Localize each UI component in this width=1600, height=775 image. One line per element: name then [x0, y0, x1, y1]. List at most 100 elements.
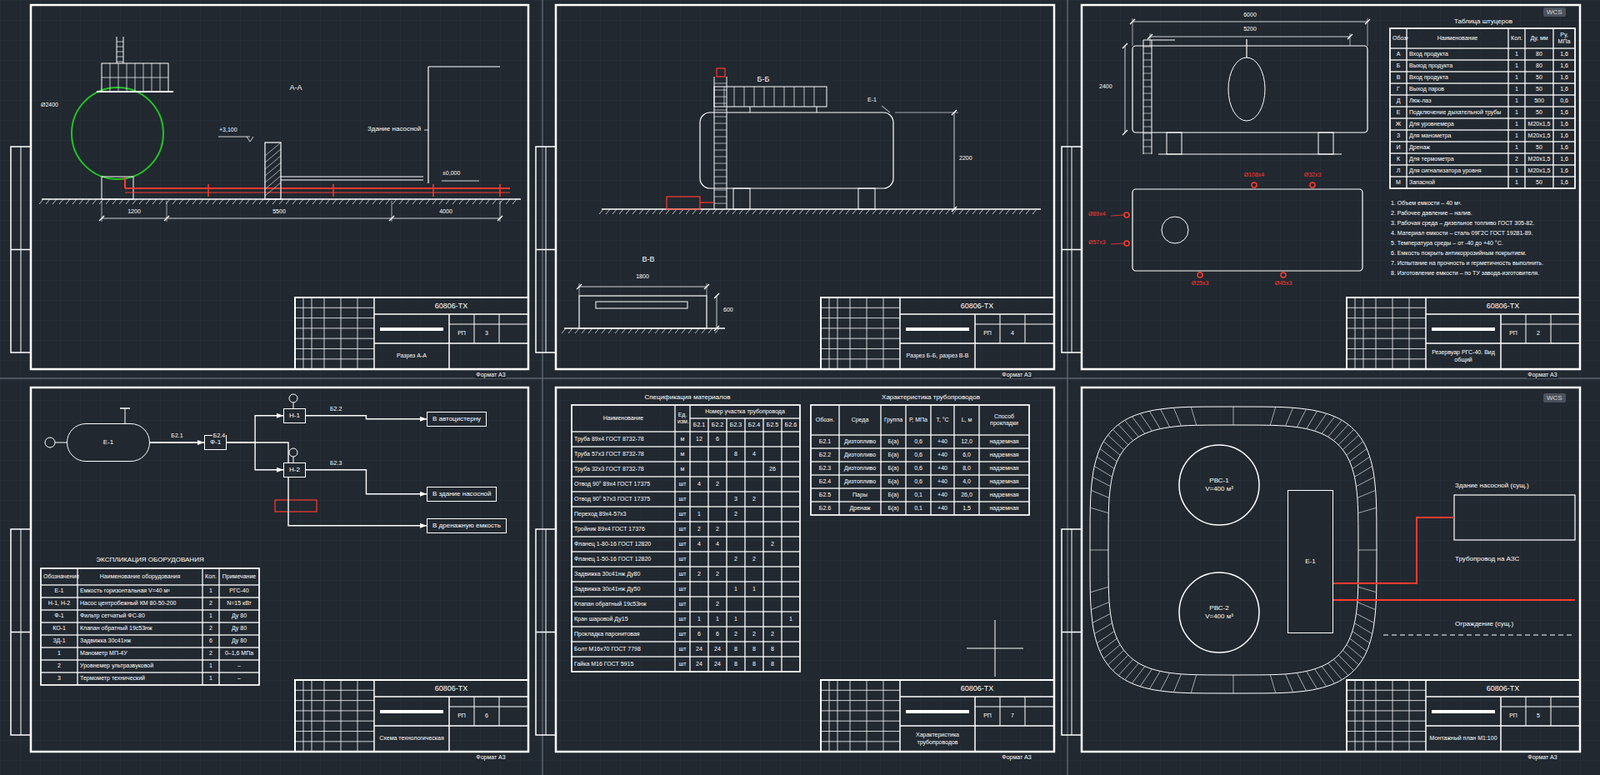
table-grid: [1390, 118, 1407, 130]
table-cell: 8: [765, 645, 780, 653]
table-grid: [781, 611, 800, 627]
table-cell: надземная: [980, 491, 1028, 499]
table-grid: [690, 656, 709, 672]
ground-hatch: [601, 328, 606, 334]
table-grid: [708, 551, 727, 567]
table-grid: [1406, 176, 1509, 189]
table-grid: [726, 656, 745, 672]
wall-hatch: [265, 175, 281, 190]
title-block: [899, 297, 901, 370]
table-grid: [979, 435, 1030, 449]
table-grid: [690, 536, 709, 552]
embankment-hatch: [1270, 675, 1275, 694]
table-cell: 1: [1510, 120, 1524, 128]
ladder-rung: [714, 123, 727, 125]
table-cell: Примечание: [220, 573, 258, 580]
table-cell: надземная: [980, 505, 1028, 512]
table-cell: Б2.2: [710, 421, 725, 429]
table-grid: [1390, 95, 1407, 107]
title-block: [357, 297, 359, 370]
table-grid: [1553, 141, 1575, 154]
table-cell: шт: [676, 495, 689, 503]
table-grid: [745, 626, 764, 642]
ground-hatch: [399, 199, 404, 205]
table-grid: [708, 596, 727, 612]
section-title: А-А: [288, 83, 303, 92]
ground-hatch: [405, 199, 410, 205]
table-cell: 0,6: [907, 438, 930, 445]
title-block: [295, 358, 375, 360]
table-title: Таблица штуцеров: [1453, 17, 1514, 25]
table-grid: [810, 461, 840, 475]
vessel-support: [1166, 132, 1182, 155]
table-grid: [726, 461, 745, 477]
equipment-box: В дренажную емкость: [426, 518, 507, 534]
title-block-text: 7: [1001, 712, 1024, 720]
table-grid: [219, 635, 260, 648]
embankment-hatch: [1094, 465, 1112, 477]
table-grid: [745, 641, 764, 657]
embankment-hatch: [1160, 672, 1170, 691]
embankment-hatch: [1107, 435, 1124, 450]
table-cell: 1: [728, 585, 744, 593]
ground-hatch: [752, 209, 757, 215]
fence-line: [1383, 635, 1575, 636]
table-cell: 3: [42, 675, 76, 682]
table-cell: Фланец 1-80-16 ГОСТ 12820: [573, 540, 674, 548]
table-grid: [1553, 28, 1575, 49]
table-cell: Б(а): [882, 478, 905, 485]
leader-line: [881, 105, 890, 113]
table-grid: [880, 461, 906, 475]
table-grid: [690, 641, 709, 657]
title-block: [900, 313, 1055, 315]
elevation-mark: [246, 136, 254, 142]
table-cell: Клапан обратный 19с53нж: [79, 625, 201, 632]
embankment-hatch: [1125, 663, 1140, 680]
ground-hatch: [185, 199, 190, 205]
table-grid: [690, 431, 709, 447]
ground-hatch: [661, 328, 666, 334]
table-grid: [571, 506, 675, 522]
table-cell: М20х1,5: [1526, 132, 1552, 140]
embankment-hatch: [1315, 413, 1327, 431]
table-grid: [954, 488, 980, 502]
ground-hatch: [332, 199, 337, 205]
table-grid: [839, 501, 881, 515]
table-cell: Тройник 89х4 ГОСТ 17376: [573, 525, 674, 533]
embankment-hatch: [1090, 490, 1110, 498]
table-cell: Вход продукта: [1408, 74, 1507, 81]
sheet-frame: [30, 5, 529, 370]
ground-hatch: [472, 199, 477, 205]
table-cell: Б(а): [882, 491, 905, 499]
pipeline: [125, 187, 510, 190]
embankment-hatch: [1140, 669, 1152, 687]
table-grid: [1508, 83, 1525, 95]
table-cell: Б(а): [882, 505, 905, 512]
title-block-text: Разрез А-А: [375, 352, 448, 360]
ground-line: [564, 327, 725, 330]
table-cell: Уровнемер ультразвуковой: [79, 662, 201, 670]
table-grid: [219, 610, 260, 623]
tank-body: [700, 112, 894, 189]
table-cell: 2: [746, 555, 762, 563]
node-text: Н-1: [289, 411, 300, 420]
ground-hatch: [265, 199, 270, 205]
table-grid: [726, 626, 745, 642]
title-block: [900, 725, 1055, 727]
table-cell: 0,6: [1555, 97, 1574, 105]
pipeline-connector: [305, 470, 427, 495]
equipment-box: В здание насосной: [426, 486, 497, 502]
table-grid: [781, 431, 800, 447]
table-grid: [810, 488, 840, 502]
title-block: [324, 680, 325, 752]
table-grid: [726, 521, 745, 537]
ground-hatch: [859, 209, 864, 215]
ground-hatch: [92, 199, 97, 205]
title-block: [311, 297, 313, 370]
table-grid: [810, 501, 840, 515]
breather-pipe: [125, 408, 126, 424]
railing-post: [794, 86, 795, 107]
table-grid: [905, 461, 931, 475]
title-block: [974, 696, 976, 752]
ground-hatch: [459, 199, 464, 205]
